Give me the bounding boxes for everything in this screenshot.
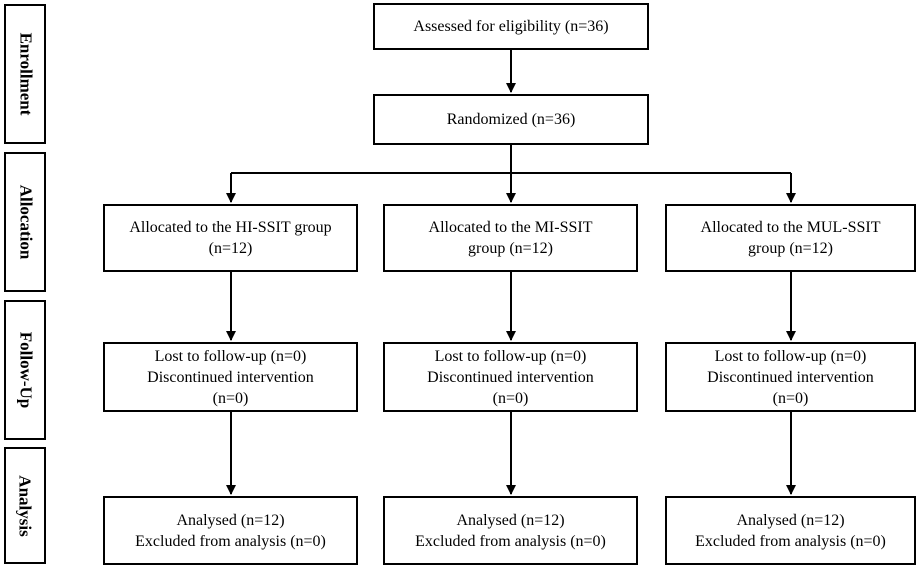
analysis-hi-line-2: Excluded from analysis (n=0)	[135, 532, 326, 550]
analysis-mul-line-1: Analysed (n=12)	[736, 511, 845, 529]
followup-hi-line-1: Lost to follow-up (n=0)	[154, 347, 307, 365]
followup-box-mi: Lost to follow-up (n=0) Discontinued int…	[383, 342, 638, 412]
stage-allocation: Allocation	[4, 152, 46, 292]
assessed-box: Assessed for eligibility (n=36)	[373, 3, 649, 50]
followup-mul-line-2: Discontinued intervention	[707, 368, 874, 386]
analysis-box-mul: Analysed (n=12) Excluded from analysis (…	[665, 496, 916, 565]
randomized-box: Randomized (n=36)	[373, 94, 649, 145]
stage-allocation-label: Allocation	[16, 184, 36, 260]
stage-enrollment: Enrollment	[4, 4, 46, 144]
stage-analysis: Analysis	[4, 447, 46, 564]
allocated-mul-line-2: group (n=12)	[747, 240, 833, 257]
allocated-mi-line-2: group (n=12)	[467, 240, 553, 257]
allocated-hi-line-1: Allocated to the HI-SSIT group	[129, 219, 332, 236]
followup-mi-line-2: Discontinued intervention	[427, 368, 594, 386]
allocated-box-mul: Allocated to the MUL-SSIT group (n=12)	[665, 204, 916, 272]
allocated-mul-line-1: Allocated to the MUL-SSIT	[700, 219, 881, 236]
followup-box-hi: Lost to follow-up (n=0) Discontinued int…	[103, 342, 358, 412]
analysis-box-hi: Analysed (n=12) Excluded from analysis (…	[103, 496, 358, 565]
followup-box-mul: Lost to follow-up (n=0) Discontinued int…	[665, 342, 916, 412]
allocated-hi-line-2: (n=12)	[208, 240, 253, 257]
allocated-box-mi: Allocated to the MI-SSIT group (n=12)	[383, 204, 638, 272]
followup-mul-line-3: (n=0)	[772, 389, 809, 407]
followup-mi-line-3: (n=0)	[492, 389, 529, 407]
analysis-mi-line-1: Analysed (n=12)	[456, 511, 565, 529]
randomized-text: Randomized (n=36)	[446, 111, 576, 128]
followup-mi-line-1: Lost to follow-up (n=0)	[434, 347, 587, 365]
stage-followup: Follow-Up	[4, 300, 46, 440]
allocated-mi-line-1: Allocated to the MI-SSIT	[428, 219, 593, 236]
stage-followup-label: Follow-Up	[16, 331, 35, 409]
followup-mul-line-1: Lost to follow-up (n=0)	[714, 347, 867, 365]
followup-hi-line-3: (n=0)	[212, 389, 249, 407]
stage-enrollment-label: Enrollment	[16, 32, 35, 116]
followup-hi-line-2: Discontinued intervention	[147, 368, 314, 386]
assessed-text: Assessed for eligibility (n=36)	[413, 18, 609, 35]
stage-analysis-label: Analysis	[16, 474, 36, 537]
analysis-mul-line-2: Excluded from analysis (n=0)	[695, 532, 886, 550]
analysis-mi-line-2: Excluded from analysis (n=0)	[415, 532, 606, 550]
analysis-hi-line-1: Analysed (n=12)	[176, 511, 285, 529]
allocated-box-hi: Allocated to the HI-SSIT group (n=12)	[103, 204, 358, 272]
analysis-box-mi: Analysed (n=12) Excluded from analysis (…	[383, 496, 638, 565]
